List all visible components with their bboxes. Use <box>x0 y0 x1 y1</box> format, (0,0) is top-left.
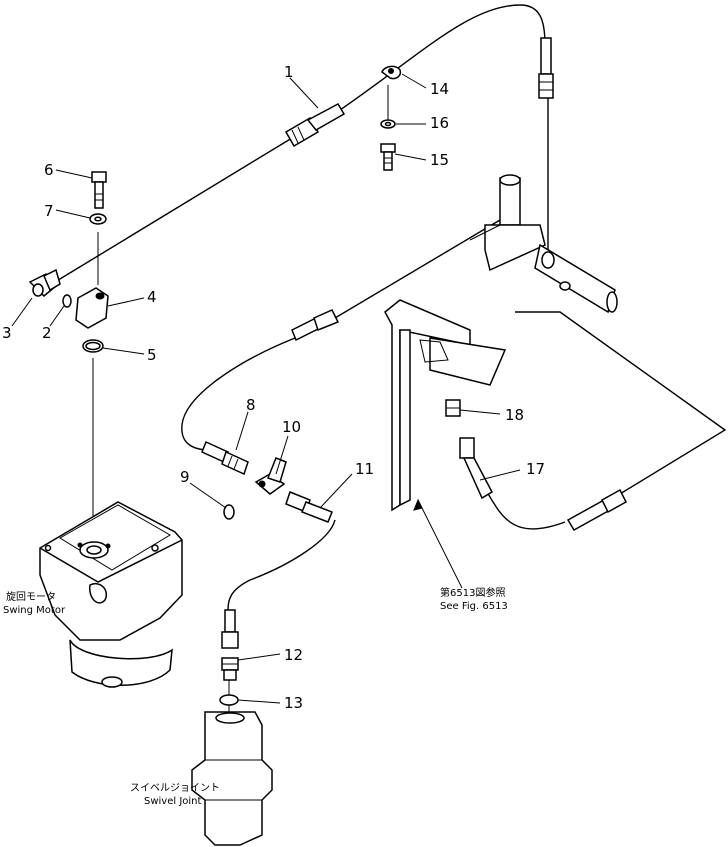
callout-15: 15 <box>430 151 449 169</box>
washer-7 <box>89 213 107 225</box>
callout-6: 6 <box>44 161 54 179</box>
hose-fitting-lower <box>221 609 239 649</box>
hose-fitting-1 <box>284 103 346 148</box>
callout-14: 14 <box>430 80 449 98</box>
callout-1: 1 <box>284 63 294 81</box>
o-ring-13 <box>219 694 239 706</box>
fitting-18 <box>445 399 461 417</box>
o-ring-9 <box>223 504 235 520</box>
hose-fitting-11 <box>285 491 333 523</box>
swivel-joint-label-jp: スイベルジョイント <box>130 782 220 794</box>
callout-17: 17 <box>526 460 545 478</box>
see-fig-label-en: See Fig. 6513 <box>440 601 508 612</box>
callout-18: 18 <box>505 406 524 424</box>
callout-12: 12 <box>284 646 303 664</box>
callout-4: 4 <box>147 288 157 306</box>
callout-9: 9 <box>180 468 190 486</box>
callout-2: 2 <box>42 324 52 342</box>
pipe-block <box>469 174 618 314</box>
callout-16: 16 <box>430 114 449 132</box>
clamp-14 <box>381 65 402 80</box>
captions: 旋回モータ Swing Motor スイベルジョイント Swivel Joint… <box>3 586 508 807</box>
see-fig-label-jp: 第6513図参照 <box>440 586 505 599</box>
swivel-joint <box>191 711 273 846</box>
frame-bracket <box>384 299 507 512</box>
swivel-joint-label-en: Swivel Joint <box>144 796 202 807</box>
callout-13: 13 <box>284 694 303 712</box>
hose-fitting-right <box>566 488 627 532</box>
leader-lines <box>11 73 521 704</box>
callout-8: 8 <box>246 396 256 414</box>
hose-fitting-8 <box>201 440 249 476</box>
bolt-6 <box>91 171 107 209</box>
hose-fitting-top-right <box>538 37 554 99</box>
swing-motor <box>39 501 183 688</box>
o-ring-5 <box>82 339 104 353</box>
callout-11: 11 <box>355 460 374 478</box>
flange-4 <box>75 287 109 329</box>
hose-fitting-17 <box>459 437 493 500</box>
hose-fitting-mid <box>291 309 340 342</box>
callout-labels: 1 14 16 15 6 7 3 2 4 5 8 10 9 11 12 13 1… <box>2 63 545 712</box>
washer-16 <box>380 119 396 129</box>
callout-7: 7 <box>44 202 54 220</box>
elbow-3 <box>28 268 61 298</box>
o-ring-2 <box>62 294 72 308</box>
swing-motor-label-en: Swing Motor <box>3 605 66 616</box>
callout-3: 3 <box>2 324 12 342</box>
callout-10: 10 <box>282 418 301 436</box>
callout-5: 5 <box>147 346 157 364</box>
swing-motor-label-jp: 旋回モータ <box>6 590 56 603</box>
adapter-12 <box>221 657 239 681</box>
tee-fitting-10 <box>254 457 287 495</box>
bolt-15 <box>380 143 396 171</box>
